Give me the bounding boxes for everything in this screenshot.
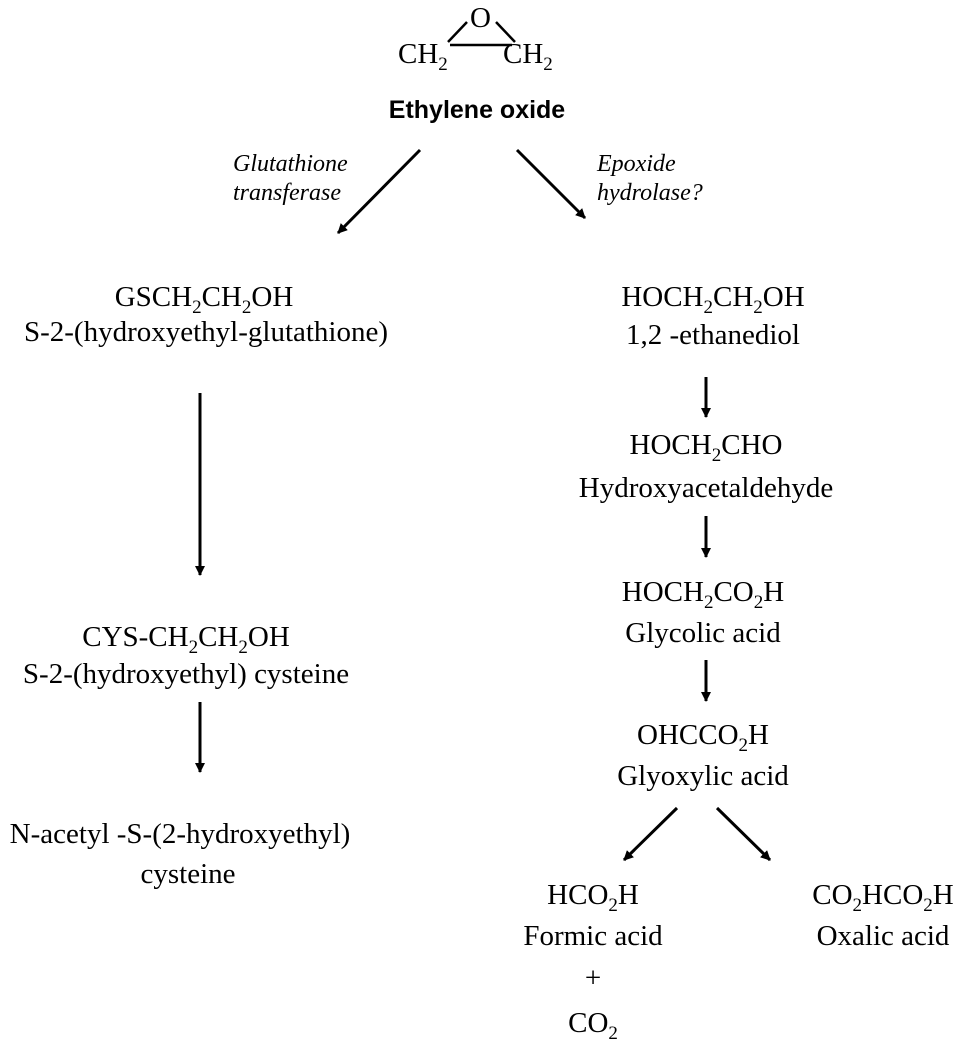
node-glyoxylic-formula: OHCCO2H [637, 719, 769, 756]
node-gsh-name: S-2-(hydroxyethyl-glutathione) [23, 316, 389, 348]
ring-bond-right [495, 21, 516, 43]
node-glyoxylic-name: Glyoxylic acid [617, 760, 789, 792]
node-formic-formula: HCO2H [547, 879, 639, 916]
ring-bond-left [447, 21, 468, 43]
arrow-to-oxalic [715, 806, 772, 862]
node-glycolic-name: Glycolic acid [625, 617, 781, 649]
node-ald-formula: HOCH2CHO [629, 429, 783, 466]
enzyme-right-line1: Epoxide [597, 151, 676, 177]
ring-left-carbon: CH2 [398, 38, 448, 75]
ring-right-carbon: CH2 [503, 38, 553, 75]
ring-oxygen: O [470, 2, 491, 34]
node-nac-line2: cysteine [140, 858, 236, 890]
enzyme-left-line1: Glutathione [233, 151, 348, 177]
arrow-to-diol [515, 148, 587, 220]
enzyme-label-right: Epoxide hydrolase? [597, 150, 703, 208]
node-cys-formula: CYS-CH2CH2OH [82, 621, 290, 658]
compound-name-ethylene-oxide: Ethylene oxide [388, 96, 566, 124]
enzyme-left-line2: transferase [233, 180, 341, 206]
node-diol-formula: HOCH2CH2OH [621, 281, 805, 318]
node-diol-name: 1,2 -ethanediol [626, 319, 800, 351]
node-formic-plus: + [584, 962, 602, 994]
enzyme-right-line2: hydrolase? [597, 180, 703, 206]
node-oxalic-name: Oxalic acid [816, 920, 950, 952]
arrow-to-gsh [336, 148, 422, 235]
arrow-to-formic [622, 806, 679, 862]
node-nac-line1: N-acetyl -S-(2-hydroxyethyl) [9, 818, 351, 850]
node-gsh-formula: GSCH2CH2OH [114, 281, 294, 318]
node-ald-name: Hydroxyacetaldehyde [578, 472, 834, 504]
enzyme-label-left: Glutathione transferase [233, 150, 348, 208]
node-formic-name: Formic acid [523, 920, 663, 952]
node-cys-name: S-2-(hydroxyethyl) cysteine [22, 658, 350, 690]
node-oxalic-formula: CO2HCO2H [812, 879, 954, 916]
node-glycolic-formula: HOCH2CO2H [621, 576, 785, 613]
node-co2: CO2 [568, 1007, 618, 1044]
